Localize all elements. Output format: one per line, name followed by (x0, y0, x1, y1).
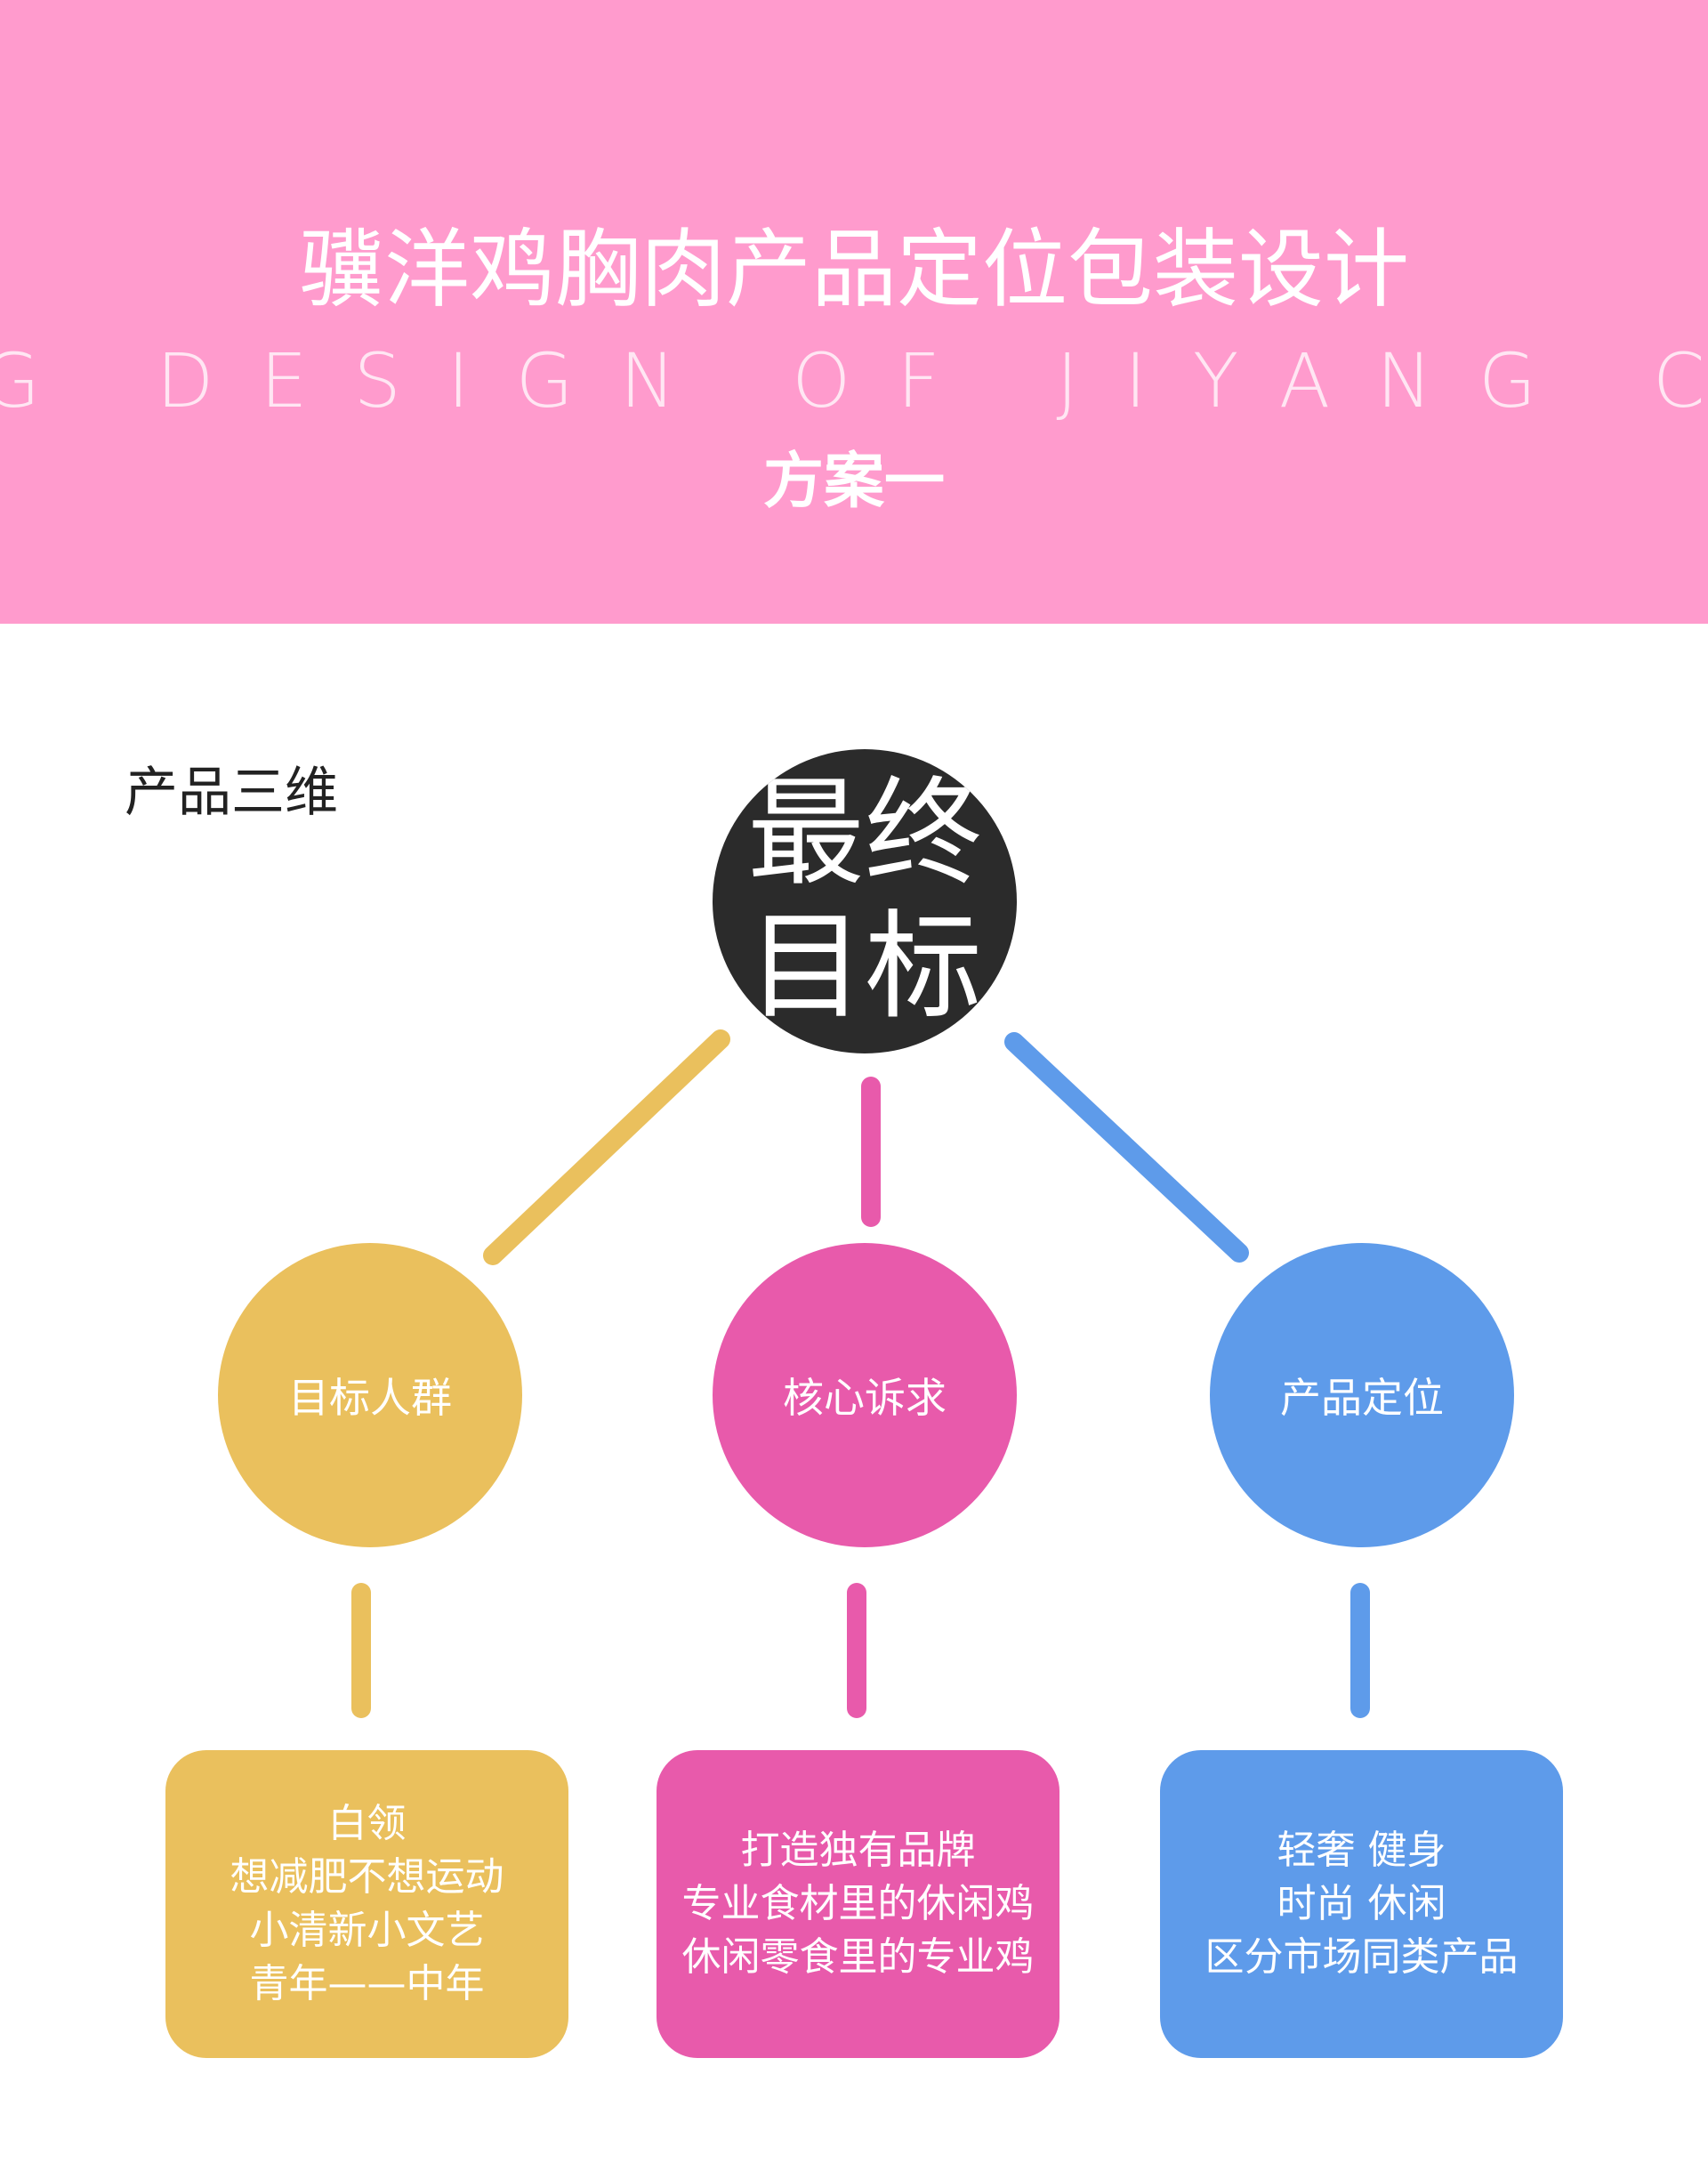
node-core-appeal: 核心诉求 (713, 1243, 1017, 1547)
detail-box-appeal: 打造独有品牌 专业食材里的休闲鸡 休闲零食里的专业鸡 (657, 1750, 1059, 2058)
scheme-label: 方案一 (762, 447, 945, 517)
connector-blue (1004, 1032, 1249, 1263)
detail-box-audience: 白领 想减肥不想运动 小清新小文艺 青年——中年 (165, 1750, 568, 2058)
detail-line: 时尚 休闲 (1277, 1881, 1446, 1926)
detail-line: 区分市场同类产品 (1204, 1934, 1519, 1980)
detail-line: 青年——中年 (249, 1961, 485, 2006)
detail-line: 白领 (327, 1801, 407, 1846)
node-label: 目标人群 (288, 1374, 452, 1422)
detail-line: 专业食材里的休闲鸡 (681, 1881, 1035, 1926)
detail-line: 打造独有品牌 (740, 1828, 976, 1873)
detail-line: 想减肥不想运动 (230, 1854, 504, 1900)
node-label: 产品定位 (1280, 1374, 1444, 1422)
english-subtitle: G DESIGN OF JIYANG CHIC (0, 337, 1708, 424)
header-banner: G DESIGN OF JIYANG CHIC 骥洋鸡胸肉产品定位包装设计 方案… (0, 0, 1708, 624)
goal-line-2: 目标 (747, 899, 982, 1036)
page-title: 骥洋鸡胸肉产品定位包装设计 (299, 220, 1409, 319)
node-positioning: 产品定位 (1210, 1243, 1514, 1547)
detail-line: 休闲零食里的专业鸡 (681, 1934, 1035, 1980)
node-label: 核心诉求 (783, 1374, 947, 1422)
node-target-audience: 目标人群 (218, 1243, 522, 1547)
connector-yellow (483, 1029, 730, 1265)
detail-line: 轻奢 健身 (1277, 1828, 1446, 1873)
detail-line: 小清新小文艺 (249, 1908, 485, 1953)
detail-box-positioning: 轻奢 健身 时尚 休闲 区分市场同类产品 (1160, 1750, 1563, 2058)
final-goal-circle: 最终 目标 (713, 749, 1017, 1053)
goal-line-1: 最终 (747, 765, 982, 902)
section-title: 产品三维 (125, 762, 338, 824)
